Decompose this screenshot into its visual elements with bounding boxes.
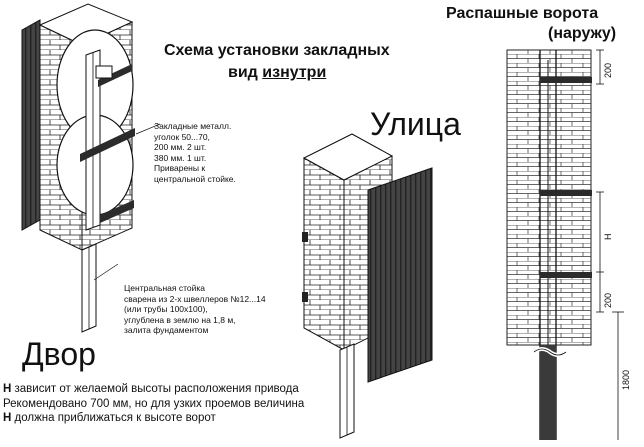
note-line: Центральная стойка [124,283,205,293]
post-underground-right [540,345,556,440]
note-line: (или трубы 100х100), [124,304,208,314]
right-wall-section [506,49,624,440]
height-note-line-1: H зависит от желаемой высоты расположени… [3,383,299,395]
subtitle-emphasis: изнутри [262,64,327,81]
dim-top: 200 [603,62,613,78]
note-line: 200 мм. 2 шт. [154,142,207,152]
yard-label: Двор [22,336,96,372]
embedded-plate-low [100,200,134,223]
street-label: Улица [370,106,461,142]
height-note: H зависит от желаемой высоты расположени… [3,382,304,426]
note-line: уголок 50...70, [154,131,210,142]
dim-lower: 200 [603,292,613,308]
plate-right-mid [540,190,592,196]
gate-title: Распашные ворота [446,5,599,22]
left-pillar-top [38,3,134,46]
embedded-plate-top-angle [95,65,113,79]
note-line: Приварены к [154,163,206,173]
dim-h: H [603,233,613,241]
height-note-line-2: Рекомендовано 700 мм, но для узких проем… [3,397,305,410]
left-gate-leaf [21,19,41,231]
embedded-plate-top [98,64,132,87]
brick-wall [506,49,592,346]
mid-gate-leaf [367,167,433,383]
central-post-note: Центральная стойка сварена из 2-х швелле… [124,283,266,336]
note-line: сварена из 2-х швеллеров №12...14 [124,293,266,304]
plate-right-top [540,77,592,83]
diagram-title: Схема установки закладных [164,42,390,59]
dim-depth: 1800 [621,369,631,390]
mid-pillar-top [302,133,394,181]
note-line: залита фундаментом [124,325,209,335]
mid-pillar-front [303,157,345,351]
diagram-subtitle: вид изнутри [228,65,326,81]
left-pillar [21,3,161,333]
subtitle-prefix: вид [228,64,258,81]
embedded-plate-mid [80,128,135,162]
note-line: 380 мм. 1 шт. [154,152,207,163]
middle-pillar [302,133,433,439]
hinge-top [302,232,308,242]
note-line: углублена в землю на 1,8 м, [124,314,236,325]
note-line: Закладные металл. [154,121,232,131]
note-line: центральной стойке. [154,173,236,184]
gate-subtitle: (наружу) [548,25,617,42]
hinge-bottom [302,292,308,302]
plate-right-low [540,272,592,278]
height-note-line-3: H должна приближаться к высоте ворот [3,412,216,424]
embedded-parts-note: Закладные металл. уголок 50...70, 200 мм… [154,121,236,184]
